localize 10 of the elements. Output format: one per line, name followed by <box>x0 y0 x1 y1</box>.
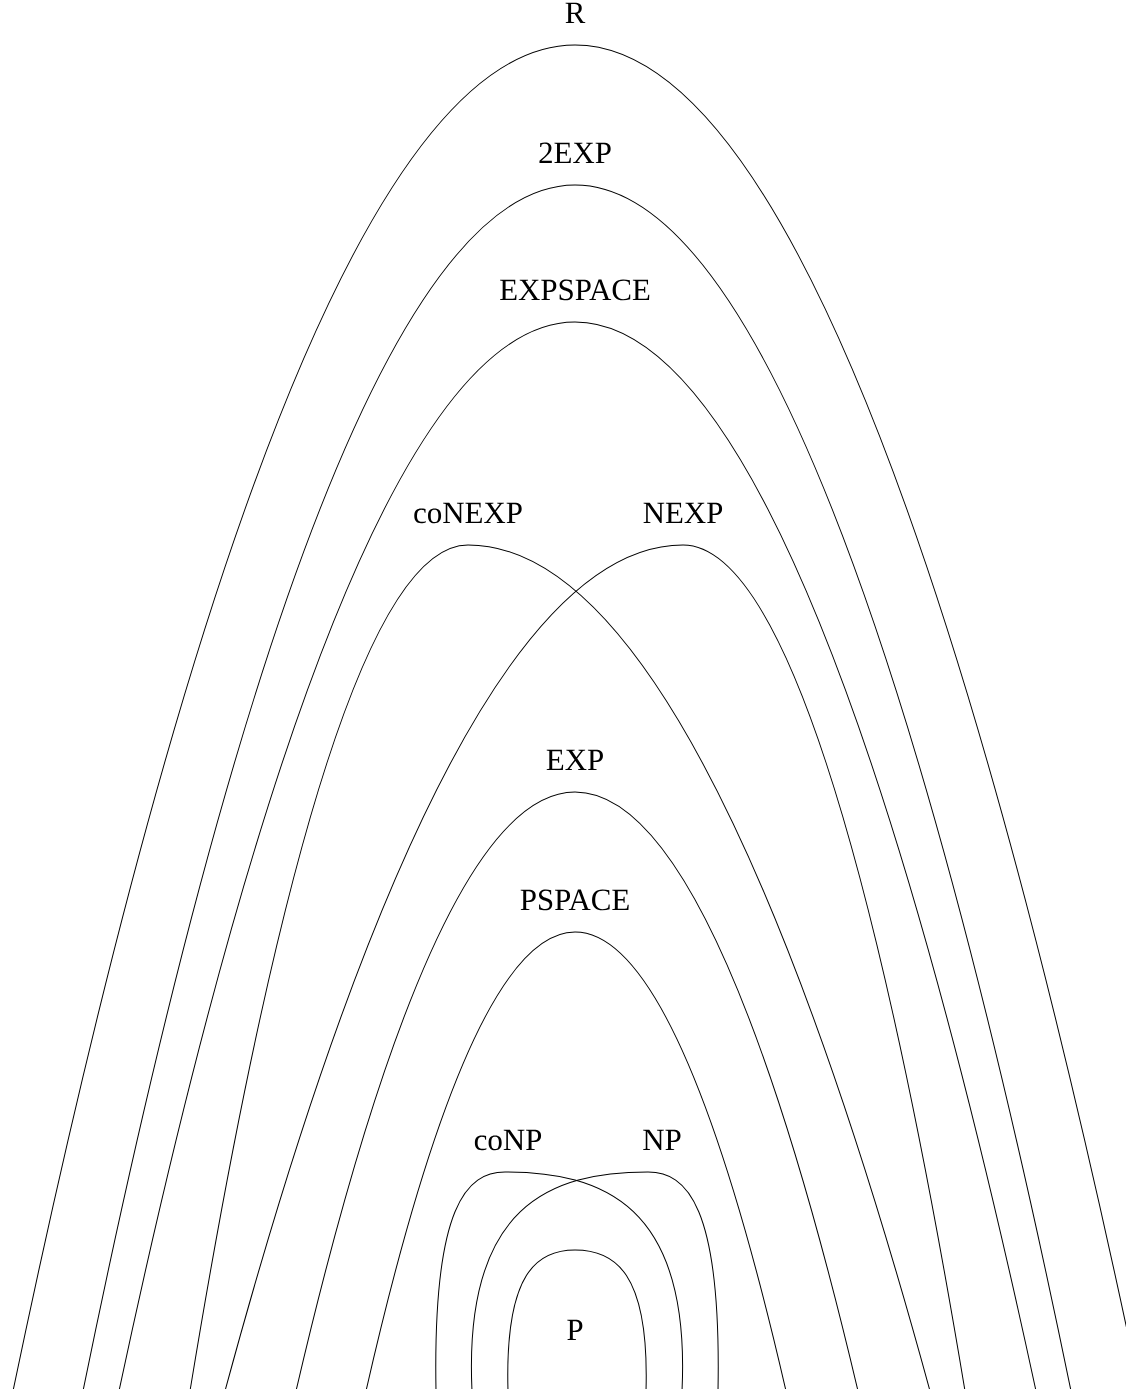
class-label: coNP <box>474 1129 542 1151</box>
class-label: EXP <box>546 749 603 770</box>
class-label: 2EXP <box>539 142 611 163</box>
class-label: P <box>567 1319 583 1340</box>
class-label: R <box>565 2 586 23</box>
class-label: NP <box>643 1129 681 1150</box>
class-label: coNEXP <box>414 502 522 524</box>
class-label: NEXP <box>643 502 723 523</box>
class-label: PSPACE <box>520 889 629 911</box>
class-label: EXPSPACE <box>500 279 650 301</box>
